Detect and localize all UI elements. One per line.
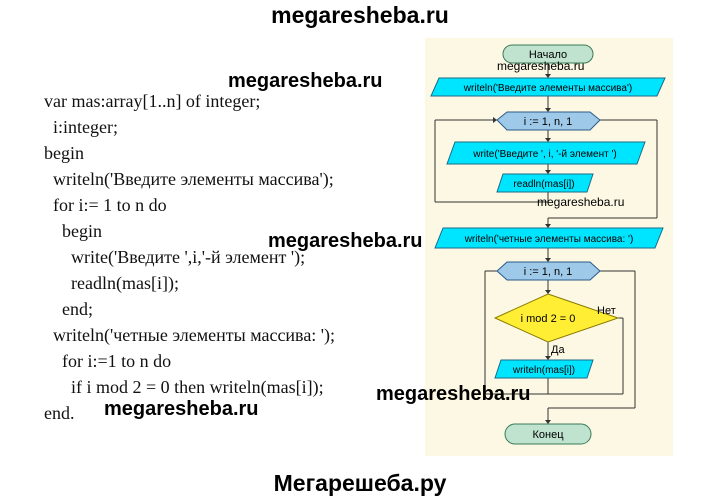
site-watermark-small: megaresheba.ru [497, 59, 585, 73]
flowchart-panel: Начало writeln('Введите элементы массива… [425, 38, 673, 456]
decision-yes-label: Да [551, 344, 565, 356]
site-watermark-small: megaresheba.ru [537, 195, 625, 209]
output-even-heading-label: writeln('четные элементы массива: ') [464, 234, 634, 245]
pascal-code-listing: var mas:array[1..n] of integer; i:intege… [44, 88, 335, 426]
loop2-shape [496, 261, 601, 281]
output-prompt-label: writeln('Введите элементы массива') [463, 83, 632, 94]
loop1-shape [496, 111, 601, 131]
end-label: Конец [532, 429, 564, 441]
site-watermark-top: megaresheba.ru [271, 2, 449, 28]
output-element-shape [494, 359, 594, 379]
code-line: writeln('четные элементы массива: '); [44, 325, 336, 345]
read-element-label: readln(mas[i]) [513, 179, 574, 190]
code-line: begin [44, 221, 102, 241]
code-line: end. [44, 403, 75, 423]
output-element-label: writeln(mas[i]) [512, 365, 575, 376]
code-line: i:integer; [44, 117, 118, 137]
code-line: end; [44, 299, 93, 319]
decision-no-label: Нет [597, 305, 616, 317]
site-watermark-overlay: megaresheba.ru [376, 383, 531, 405]
code-line: writeln('Введите элементы массива'); [44, 169, 334, 189]
output-even-heading-shape [434, 227, 664, 249]
code-line: for i:= 1 to n do [44, 195, 167, 215]
start-label: Начало [529, 49, 567, 61]
site-watermark-overlay: megaresheba.ru [228, 70, 383, 92]
code-line: for i:=1 to n do [44, 351, 172, 371]
loop1-label: i := 1, n, 1 [524, 116, 573, 128]
decision-label: i mod 2 = 0 [521, 313, 576, 325]
output-prompt-shape [430, 77, 666, 97]
code-line: begin [44, 143, 84, 163]
write-element-shape [446, 141, 646, 165]
code-line: if i mod 2 = 0 then writeln(mas[i]); [44, 377, 324, 397]
flowchart-svg: Начало writeln('Введите элементы массива… [430, 44, 666, 445]
read-element-shape [496, 173, 594, 193]
code-line: readln(mas[i]); [44, 273, 179, 293]
site-watermark-overlay: megaresheba.ru [268, 230, 423, 252]
code-line: var mas:array[1..n] of integer; [44, 91, 261, 111]
loop2-label: i := 1, n, 1 [524, 266, 573, 278]
decision-shape [493, 293, 620, 343]
end-terminal [504, 423, 592, 445]
write-element-label: write('Введите ', i, '-й элемент ') [472, 149, 616, 160]
site-watermark-overlay: megaresheba.ru [104, 398, 259, 420]
site-watermark-bottom: Мегарешеба.ру [273, 470, 447, 496]
code-line: write('Введите ',i,'-й элемент '); [44, 247, 306, 267]
start-terminal [502, 44, 594, 64]
